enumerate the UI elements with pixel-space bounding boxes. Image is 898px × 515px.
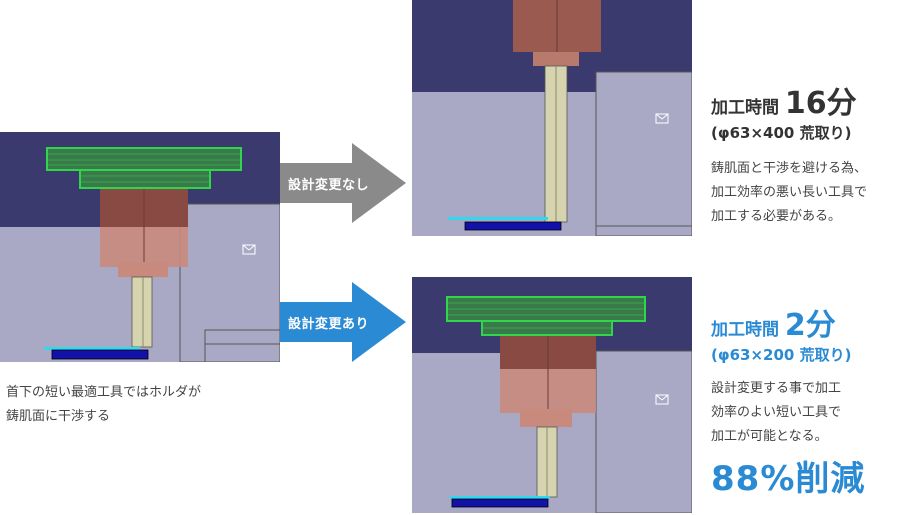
top-desc-line3: 加工する必要がある。: [711, 209, 842, 224]
bottom-time-value: 2分: [784, 308, 836, 343]
arrow-with-change-label: 設計変更あり: [288, 316, 370, 332]
top-time-value: 16分: [784, 86, 857, 121]
reduction-value: 88%削減: [711, 459, 866, 499]
top-time-label: 加工時間: [711, 98, 779, 118]
bottom-desc-line2: 効率のよい短い工具で: [711, 405, 842, 420]
arrow-no-change: 設計変更なし: [280, 143, 406, 223]
top-cad-view: [412, 0, 692, 236]
bottom-description: 設計変更する事で加工 効率のよい短い工具で 加工が可能となる。: [711, 377, 865, 449]
left-caption: 首下の短い最適工具ではホルダが 鋳肌面に干渉する: [6, 381, 201, 429]
top-desc-line2: 加工効率の悪い長い工具で: [711, 185, 868, 200]
arrow-with-change: 設計変更あり: [280, 282, 406, 362]
bottom-desc-line3: 加工が可能となる。: [711, 429, 828, 444]
bottom-result: 加工時間 2分 (φ63×200 荒取り) 設計変更する事で加工 効率のよい短い…: [711, 300, 865, 500]
top-description: 鋳肌面と干渉を避ける為、 加工効率の悪い長い工具で 加工する必要がある。: [711, 157, 867, 229]
top-condition: (φ63×400 荒取り): [711, 124, 852, 142]
top-desc-line1: 鋳肌面と干渉を避ける為、: [711, 161, 868, 176]
bottom-cad-view: [412, 277, 692, 513]
top-time-row: 加工時間 16分: [711, 78, 867, 122]
bottom-desc-line1: 設計変更する事で加工: [711, 381, 842, 396]
left-cad-view: [0, 132, 280, 362]
holder-mesh: [46, 147, 242, 189]
top-result: 加工時間 16分 (φ63×400 荒取り) 鋳肌面と干渉を避ける為、 加工効率…: [711, 78, 867, 229]
bottom-condition: (φ63×200 荒取り): [711, 346, 852, 364]
arrow-no-change-label: 設計変更なし: [288, 177, 370, 193]
left-caption-line1: 首下の短い最適工具ではホルダが: [6, 385, 202, 400]
bottom-time-label: 加工時間: [711, 320, 779, 340]
left-caption-line2: 鋳肌面に干渉する: [6, 409, 111, 424]
bottom-time-row: 加工時間 2分: [711, 300, 865, 344]
